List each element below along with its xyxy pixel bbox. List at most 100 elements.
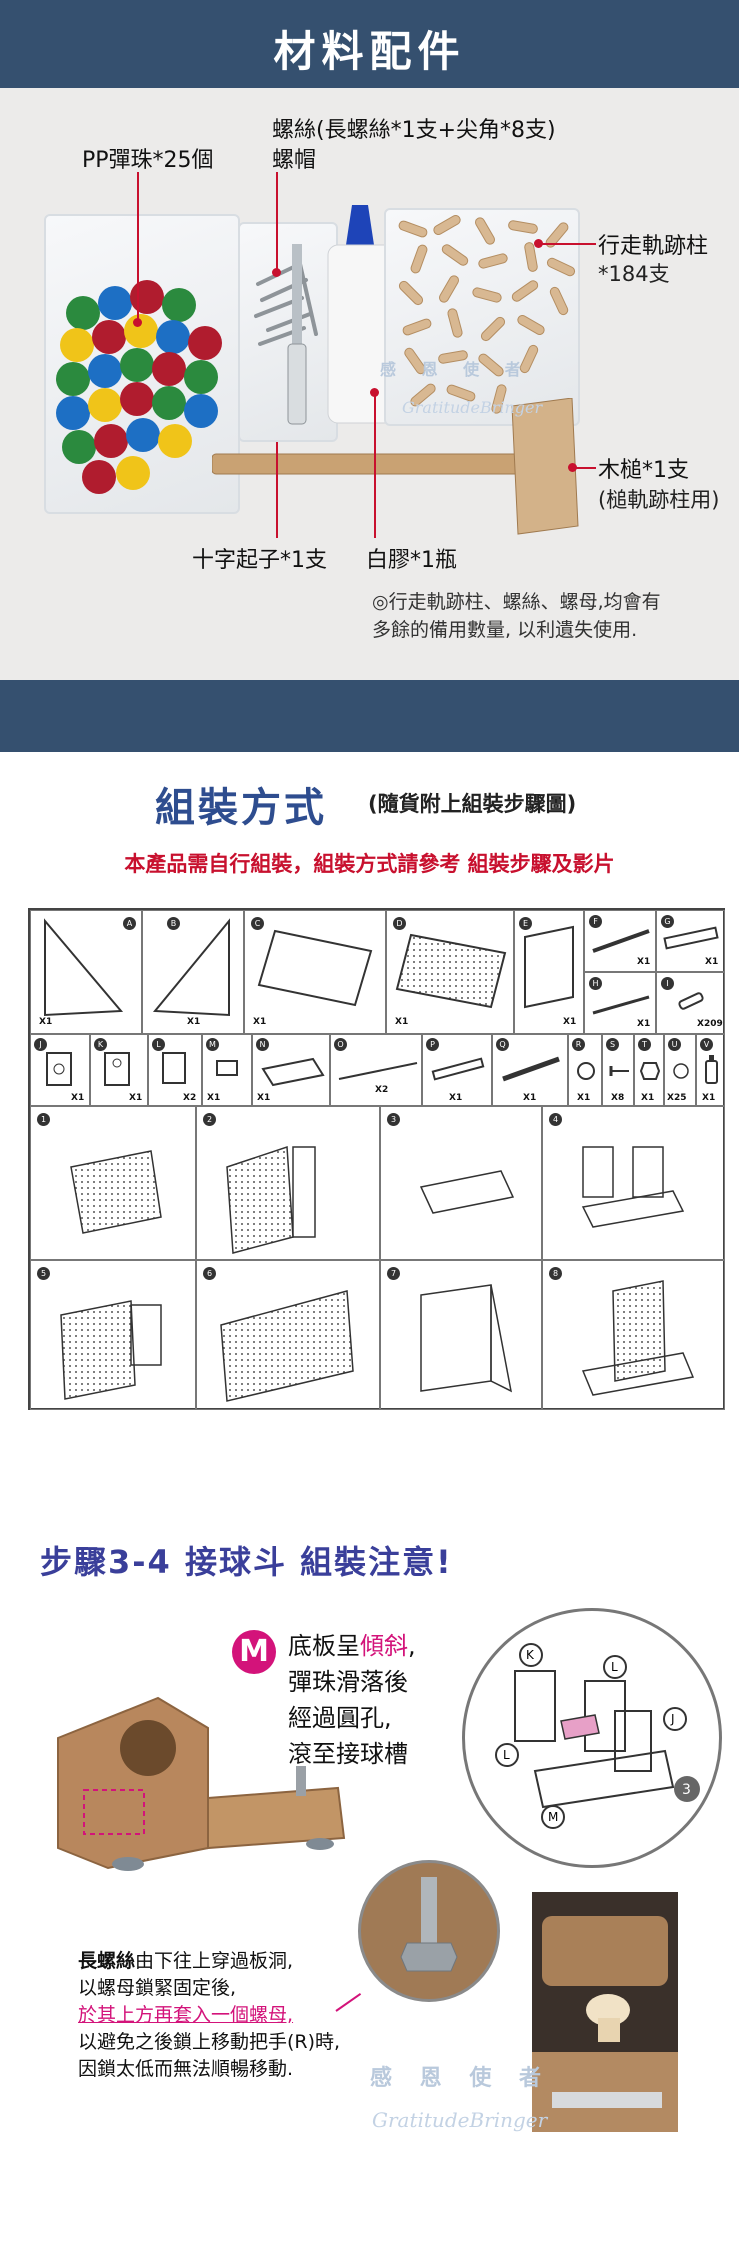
part-L-icon [162,1052,186,1084]
part-qty: X8 [611,1093,625,1103]
part-id: O [334,1038,347,1051]
step-6: 6 [196,1260,380,1410]
ball [130,280,164,314]
part-cell-D: D X1 [386,910,514,1034]
materials-title: 材料配件 [273,27,466,76]
step-4: 4 [542,1106,725,1260]
pointer-dot [133,318,142,327]
m-text-line: 經過圓孔, [288,1704,392,1732]
peg [515,313,547,337]
part-V-icon [705,1055,718,1084]
ball [92,320,126,354]
part-qty: X1 [71,1093,85,1103]
part-cell-M: M X1 [202,1034,252,1106]
part-qty: X1 [705,957,719,967]
step-note-title: 步驟3-4 接球斗 組裝注意! [40,1543,453,1581]
part-R-icon [577,1062,595,1080]
part-id: E [519,917,532,930]
part-P-icon [431,1057,485,1081]
mallet-icon [211,397,579,535]
part-qty: X2 [183,1093,197,1103]
part-M-icon [216,1060,238,1076]
part-cell-R: R X1 [568,1034,602,1106]
part-qty: X1 [702,1093,716,1103]
step-number: 1 [37,1113,50,1126]
ball [56,396,90,430]
part-id: A [123,917,136,930]
part-id: C [251,917,264,930]
handle-photo [532,1892,678,2132]
part-id: V [700,1038,713,1051]
part-id: U [668,1038,681,1051]
ball [158,424,192,458]
step-8-illustration [581,1280,695,1396]
peg [396,278,426,308]
diagram-label: L [503,1748,510,1762]
bolt-text-bold: 長螺絲 [78,1950,136,1972]
part-cell-N: N X1 [252,1034,330,1106]
step-number: 5 [37,1267,50,1280]
ball [88,354,122,388]
step-number: 6 [203,1267,216,1280]
ball [188,326,222,360]
step-number: 3 [387,1113,400,1126]
bolt-instructions: 長螺絲由下往上穿過板洞, 以螺母鎖緊固定後, 於其上方再套入一個螺母, 以避免之… [78,1948,340,2083]
peg [446,307,464,339]
watermark-en: GratitudeBringer [372,2108,548,2132]
part-B-icon [152,918,230,1017]
part-m-description: 底板呈傾斜, 彈珠滑落後 經過圓孔, 滾至接球槽 [288,1628,416,1772]
part-cell-P: P X1 [422,1034,492,1106]
part-id: P [426,1038,439,1051]
pointer-line [276,172,278,272]
m-text-line: 彈珠滑落後 [288,1668,408,1696]
step-2: 2 [196,1106,380,1260]
top-band [0,0,739,88]
ball [98,286,132,320]
assembly-title: 組裝方式 [155,785,327,831]
part-cell-O: O X2 [330,1034,422,1106]
diagram-label: 3 [682,1782,691,1798]
ball [82,460,116,494]
pegs-qty-label: *184支 [598,262,670,286]
ball [66,296,100,330]
watermark-en: GratitudeBringer [402,398,543,417]
ball [120,348,154,382]
ball [126,418,160,452]
pointer-dot [534,239,543,248]
bolt-text-highlight: 於其上方再套入一個螺母, [78,2004,294,2026]
ball [94,424,128,458]
pointer-line [574,467,596,469]
mallet-photo [211,397,582,538]
glue-bottle-icon [327,205,395,424]
parts-and-steps-sheet: A X1 B X1 C X1 D X1 E X1 F X1 [28,908,725,1410]
ball [88,388,122,422]
mallet-usage-label: (槌軌跡柱用) [598,488,720,512]
part-id: B [167,917,180,930]
glue-bottle-photo [318,205,404,425]
step-7: 7 [380,1260,542,1410]
peg [471,286,503,304]
part-qty: X1 [641,1093,655,1103]
ball [162,288,196,322]
peg [543,220,571,250]
m-text-span: 底板呈 [288,1632,360,1660]
glue-label: 白膠*1瓶 [366,548,457,573]
pointer-line [276,442,278,538]
part-qty: X209 [697,1019,723,1029]
part-G-icon [663,926,719,950]
ball-bag-photo [44,214,240,514]
step-5: 5 [30,1260,196,1410]
part-cell-I: I X209 [656,972,725,1034]
part-U-icon [673,1063,689,1079]
part-qty: X1 [637,957,651,967]
part-qty: X1 [129,1093,143,1103]
peg [437,273,461,305]
bolt-text-line: 因鎖太低而無法順暢移動. [78,2058,294,2080]
part-id: M [206,1038,219,1051]
part-id: T [638,1038,651,1051]
part-cell-V: V X1 [696,1034,725,1106]
mallet-label: 木槌*1支 [598,458,689,483]
part-qty: X1 [253,1017,267,1027]
part-N-icon [261,1057,325,1087]
part-qty: X1 [523,1093,537,1103]
